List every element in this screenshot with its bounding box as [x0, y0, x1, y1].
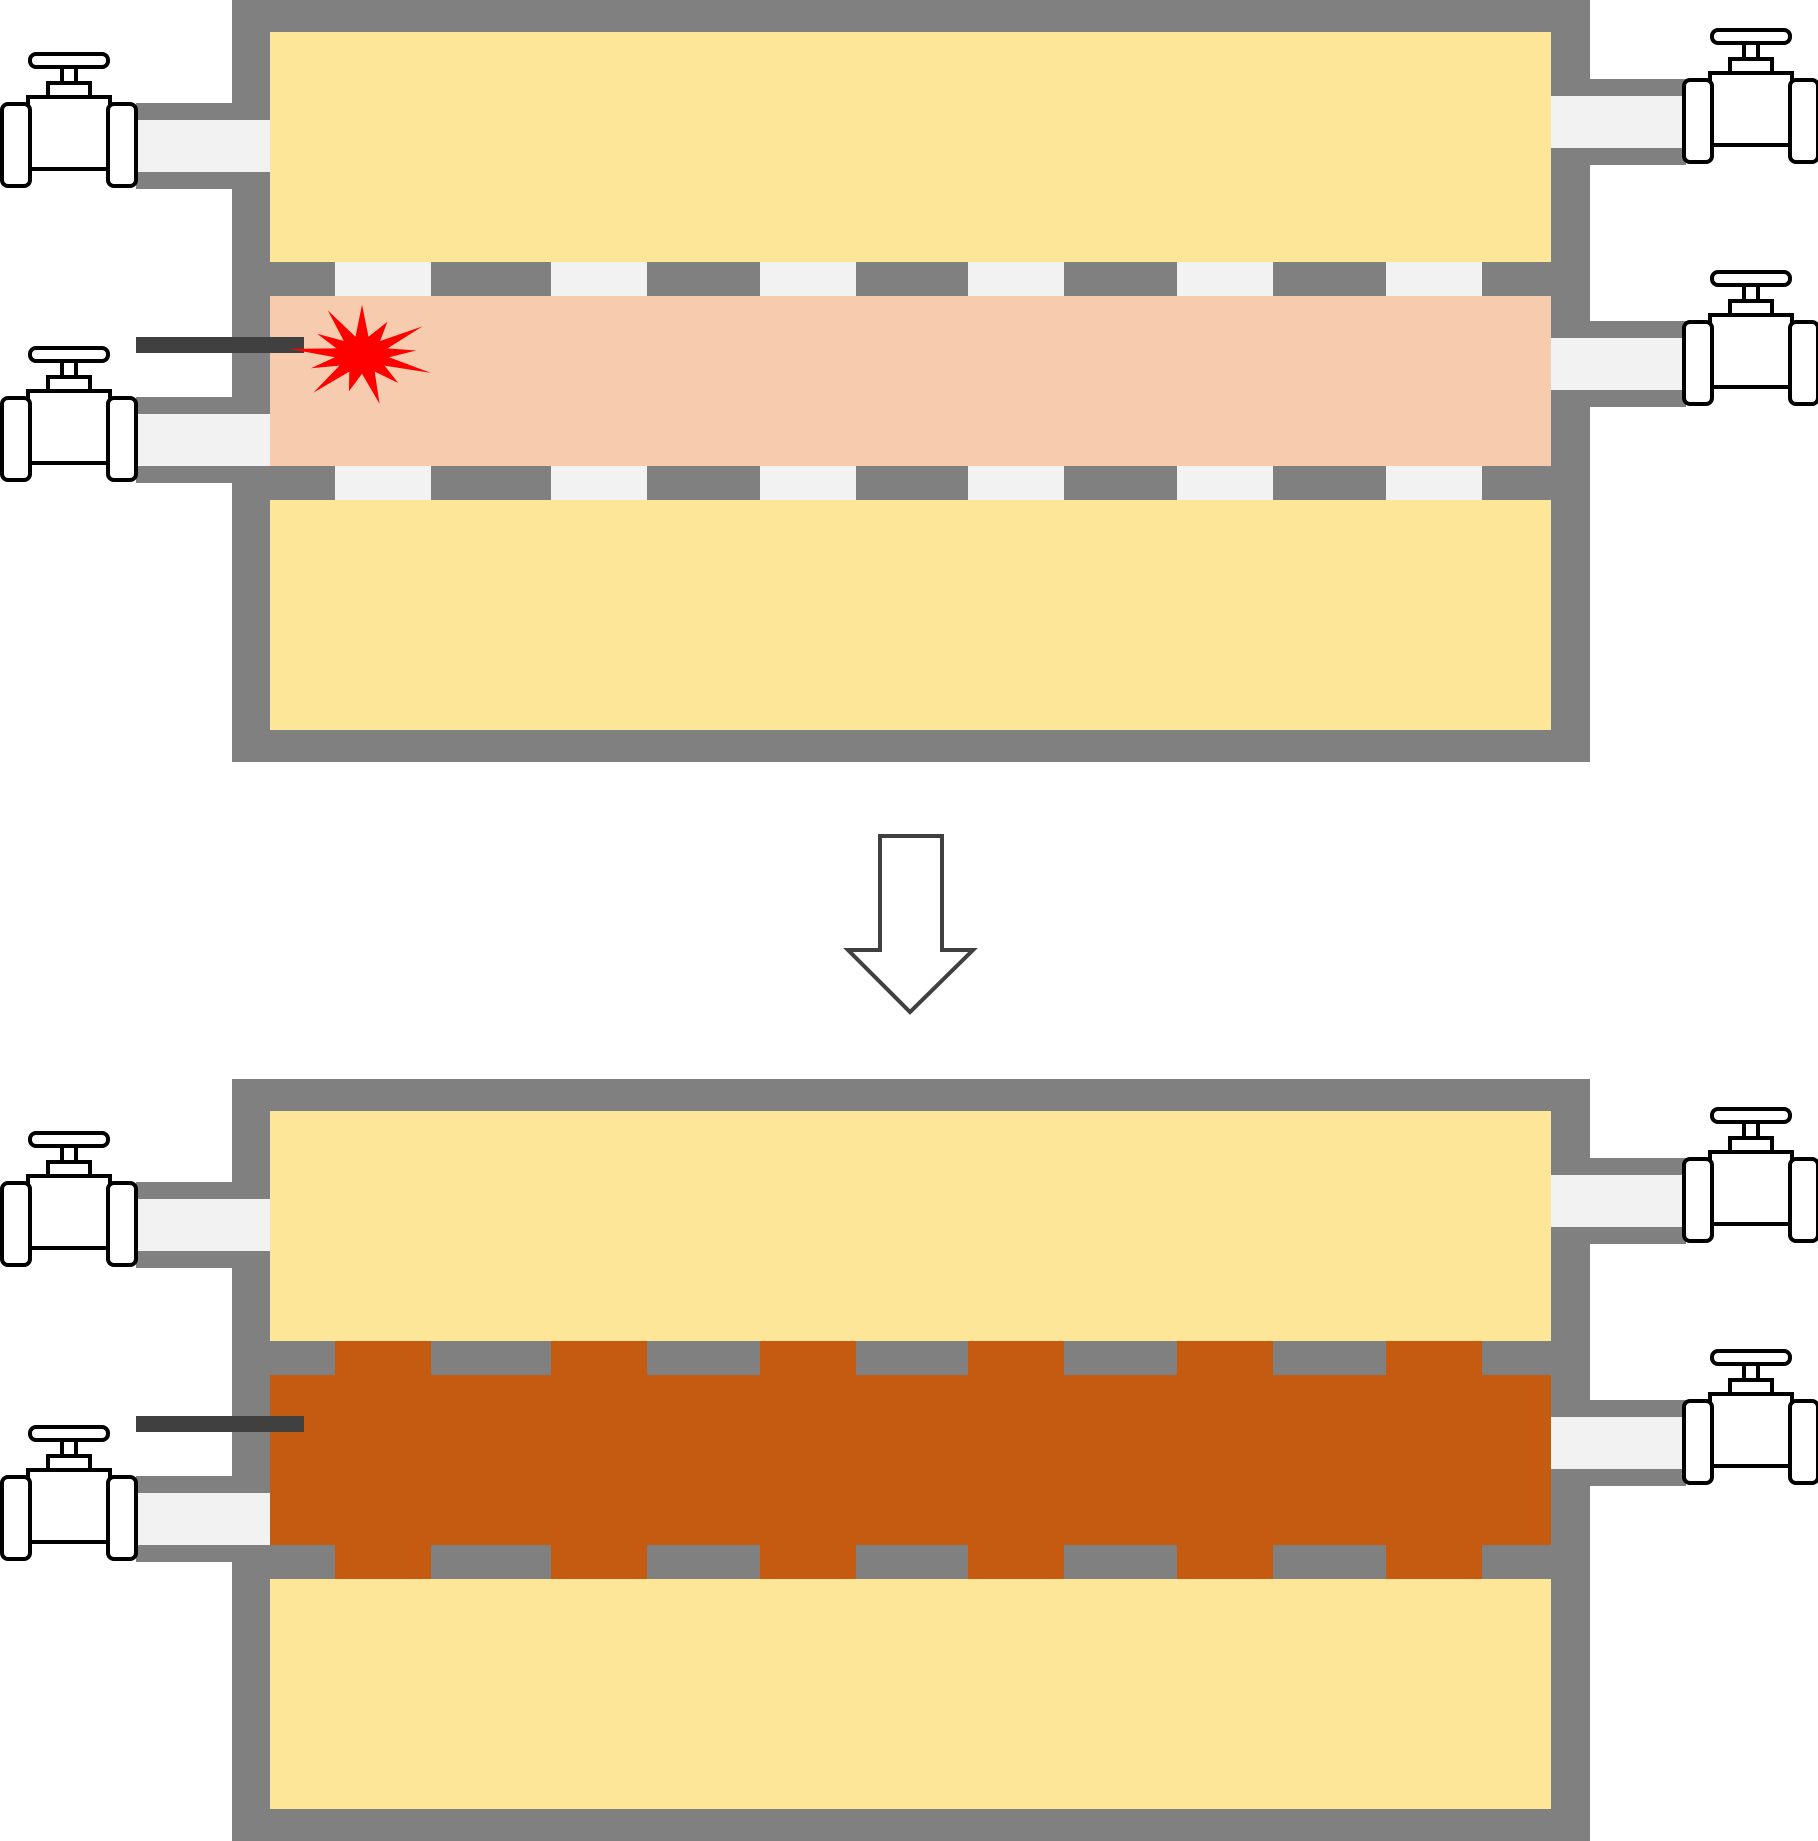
valve-bonnet — [46, 375, 92, 393]
membrane-opening-filled — [760, 1341, 856, 1579]
port-opening-right — [1551, 1417, 1686, 1469]
down-arrow-shape — [843, 834, 978, 1015]
valve-icon — [1682, 1349, 1818, 1485]
valve-flange-left — [0, 1181, 32, 1267]
valve-body — [26, 1468, 112, 1544]
central-channel — [270, 296, 1551, 466]
valve-flange-right — [1788, 1399, 1818, 1485]
membrane-opening-filled — [1386, 1341, 1482, 1579]
port-opening-left — [136, 1493, 270, 1545]
port-opening-left — [136, 120, 270, 172]
spark-icon — [289, 304, 431, 404]
upper-chamber — [270, 1111, 1551, 1341]
membrane-opening-upper — [1386, 262, 1482, 296]
valve-stem — [1742, 283, 1760, 303]
valve-bonnet — [46, 1454, 92, 1472]
valve-flange-left — [0, 102, 32, 188]
valve-bonnet — [1728, 1136, 1774, 1154]
valve-icon — [1682, 1107, 1818, 1243]
valve-bonnet — [1728, 299, 1774, 317]
valve-bonnet — [1728, 1378, 1774, 1396]
membrane-opening-upper — [551, 262, 647, 296]
valve-stem — [60, 65, 78, 85]
membrane-opening-lower — [1386, 466, 1482, 500]
membrane-opening-lower — [551, 466, 647, 500]
valve-flange-left — [1682, 1157, 1714, 1243]
valve-body — [1708, 313, 1794, 389]
valve-flange-right — [1788, 78, 1818, 164]
upper-chamber — [270, 32, 1551, 262]
valve-stem — [1742, 1362, 1760, 1382]
membrane-opening-lower — [335, 466, 431, 500]
valve-body — [1708, 71, 1794, 147]
valve-bonnet — [1728, 57, 1774, 75]
membrane-opening-filled — [551, 1341, 647, 1579]
valve-stem — [60, 1438, 78, 1458]
membrane-opening-filled — [335, 1341, 431, 1579]
valve-body — [1708, 1150, 1794, 1226]
valve-icon — [1682, 28, 1818, 164]
membrane-opening-lower — [760, 466, 856, 500]
valve-stem — [1742, 41, 1760, 61]
membrane-opening-lower — [1177, 466, 1273, 500]
membrane-opening-filled — [968, 1341, 1064, 1579]
valve-flange-left — [1682, 78, 1714, 164]
membrane-opening-upper — [335, 262, 431, 296]
valve-flange-left — [1682, 1399, 1714, 1485]
valve-bonnet — [46, 1160, 92, 1178]
membrane-opening-upper — [968, 262, 1064, 296]
igniter-rod — [136, 337, 304, 353]
down-arrow-icon — [843, 834, 978, 1015]
membrane-opening-filled — [1177, 1341, 1273, 1579]
valve-flange-left — [0, 1475, 32, 1561]
valve-flange-right — [106, 1475, 138, 1561]
valve-flange-left — [0, 396, 32, 482]
valve-stem — [60, 1144, 78, 1164]
valve-flange-right — [106, 102, 138, 188]
membrane-opening-upper — [760, 262, 856, 296]
port-opening-right — [1551, 338, 1686, 390]
valve-icon — [0, 346, 138, 482]
central-channel — [270, 1375, 1551, 1545]
valve-flange-right — [1788, 320, 1818, 406]
valve-flange-right — [106, 1181, 138, 1267]
valve-flange-left — [1682, 320, 1714, 406]
port-opening-right — [1551, 96, 1686, 148]
igniter-rod — [136, 1416, 304, 1432]
valve-stem — [60, 359, 78, 379]
valve-icon — [0, 1425, 138, 1561]
valve-body — [26, 389, 112, 465]
stage-before — [0, 0, 1818, 762]
valve-icon — [0, 52, 138, 188]
port-opening-left — [136, 414, 270, 466]
membrane-opening-lower — [968, 466, 1064, 500]
valve-body — [1708, 1392, 1794, 1468]
stage-after — [0, 1079, 1818, 1841]
valve-icon — [1682, 270, 1818, 406]
lower-chamber — [270, 500, 1551, 730]
port-opening-left — [136, 1199, 270, 1251]
valve-body — [26, 95, 112, 171]
port-opening-right — [1551, 1175, 1686, 1227]
valve-icon — [0, 1131, 138, 1267]
valve-bonnet — [46, 81, 92, 99]
valve-body — [26, 1174, 112, 1250]
valve-flange-right — [106, 396, 138, 482]
valve-flange-right — [1788, 1157, 1818, 1243]
membrane-opening-upper — [1177, 262, 1273, 296]
valve-stem — [1742, 1120, 1760, 1140]
lower-chamber — [270, 1579, 1551, 1809]
